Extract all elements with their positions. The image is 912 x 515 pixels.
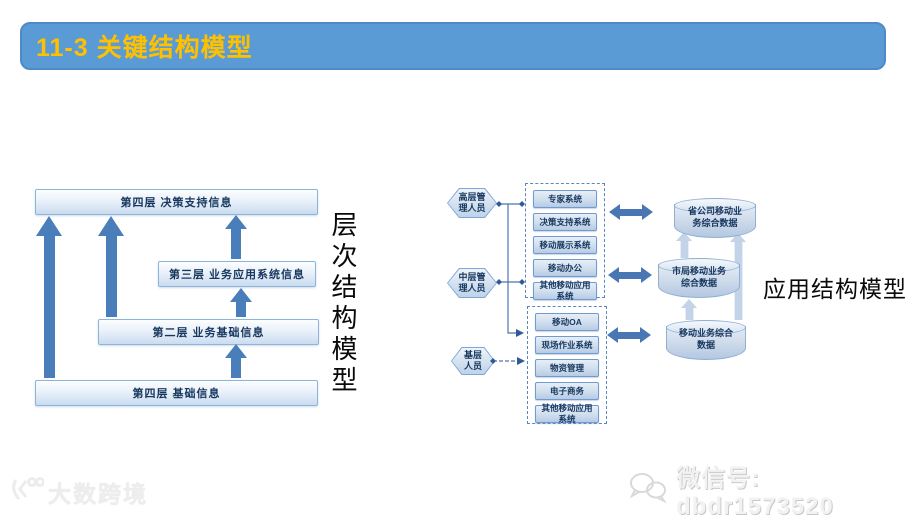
arrow-head [730, 233, 746, 242]
page-title: 11-3 关键结构模型 [36, 34, 253, 62]
cylinder-lid [666, 320, 746, 335]
cylinder-lid [674, 198, 756, 213]
up-arrow-long-1 [36, 216, 62, 378]
arrow-shaft [105, 236, 117, 317]
system-box: 移动办公 [533, 259, 597, 277]
system-box: 其他移动应用 系统 [535, 403, 599, 424]
arrow-shaft [679, 241, 689, 258]
database-cylinder-mobile: 移动业务综合 数据 [666, 320, 746, 360]
application-model-label: 应用结构模型 [763, 277, 907, 302]
cylinder-lid [658, 258, 740, 273]
role-hexagon-top: 高层管 理人员 [447, 188, 497, 218]
arrow-shaft [618, 331, 640, 339]
system-box: 电子商务 [535, 382, 599, 400]
database-label: 市局移动业务 综合数据 [671, 266, 726, 288]
role-hexagon-middle: 中层管 理人员 [447, 268, 497, 298]
arrow-shaft [43, 236, 55, 378]
layer-box-1: 第四层 基础信息 [35, 380, 318, 406]
arrow-shaft [236, 302, 246, 317]
layer-box-4: 第四层 决策支持信息 [35, 189, 318, 215]
up-arrow-short-1 [225, 215, 247, 259]
role-label: 高层管 理人员 [448, 189, 496, 217]
layer-box-2: 第二层 业务基础信息 [98, 319, 319, 345]
arrow-shaft [231, 229, 241, 259]
up-arrow-long-2 [98, 216, 124, 317]
arrow-head [642, 204, 653, 220]
system-box: 物资管理 [535, 359, 599, 377]
system-box: 决策支持系统 [533, 213, 597, 231]
database-label: 省公司移动业 务综合数据 [687, 206, 742, 228]
hierarchy-model-label: 层次结构模型 [328, 211, 357, 397]
arrow-head [681, 299, 697, 308]
arrow-head [641, 267, 652, 283]
logo-watermark: 大数跨境 [8, 474, 148, 509]
arrow-shaft [231, 358, 241, 378]
arrow-shaft [619, 271, 641, 279]
system-box: 移动OA [535, 313, 599, 331]
wechat-watermark: 微信号: dbdr1573520 [628, 458, 912, 515]
layer-box-3: 第三层 业务应用系统信息 [158, 261, 316, 287]
data-flow-arrow-2 [681, 299, 697, 320]
system-box: 其他移动应用 系统 [533, 280, 597, 301]
arrow-shaft [620, 208, 642, 216]
arrow-head [608, 267, 619, 283]
arrow-head [609, 204, 620, 220]
up-arrow-short-2 [230, 288, 252, 317]
role-label: 中层管 理人员 [448, 269, 496, 297]
logo-text: 大数跨境 [48, 480, 148, 507]
system-box: 专家系统 [533, 190, 597, 208]
wechat-icon [628, 470, 668, 509]
double-arrow-middle [608, 267, 652, 283]
database-label: 移动业务综合 数据 [678, 328, 733, 350]
database-cylinder-province: 省公司移动业 务综合数据 [674, 198, 756, 238]
arrow-head [676, 232, 692, 241]
upper-systems-group: 专家系统 决策支持系统 移动展示系统 移动办公 其他移动应用 系统 [525, 183, 605, 301]
logo-icon [8, 474, 45, 509]
system-box: 移动展示系统 [533, 236, 597, 254]
system-box: 现场作业系统 [535, 336, 599, 354]
wechat-id: 微信号: dbdr1573520 [676, 465, 834, 515]
arrow-head [225, 215, 247, 229]
arrow-shaft [684, 308, 694, 320]
double-arrow-top [609, 204, 653, 220]
database-cylinder-city: 市局移动业务 综合数据 [658, 258, 740, 298]
up-arrow-short-3 [225, 344, 247, 378]
arrow-head [98, 216, 124, 236]
arrow-head [230, 288, 252, 302]
arrow-head [225, 344, 247, 358]
arrow-head [640, 327, 651, 343]
double-arrow-bottom [607, 327, 651, 343]
lower-systems-group: 移动OA 现场作业系统 物资管理 电子商务 其他移动应用 系统 [527, 306, 607, 424]
role-label: 基层 人员 [452, 348, 494, 374]
arrow-head [36, 216, 62, 236]
arrow-head [607, 327, 618, 343]
title-banner: 11-3 关键结构模型 [20, 22, 886, 70]
data-flow-arrow-1 [676, 232, 692, 258]
role-hexagon-base: 基层 人员 [451, 347, 495, 375]
